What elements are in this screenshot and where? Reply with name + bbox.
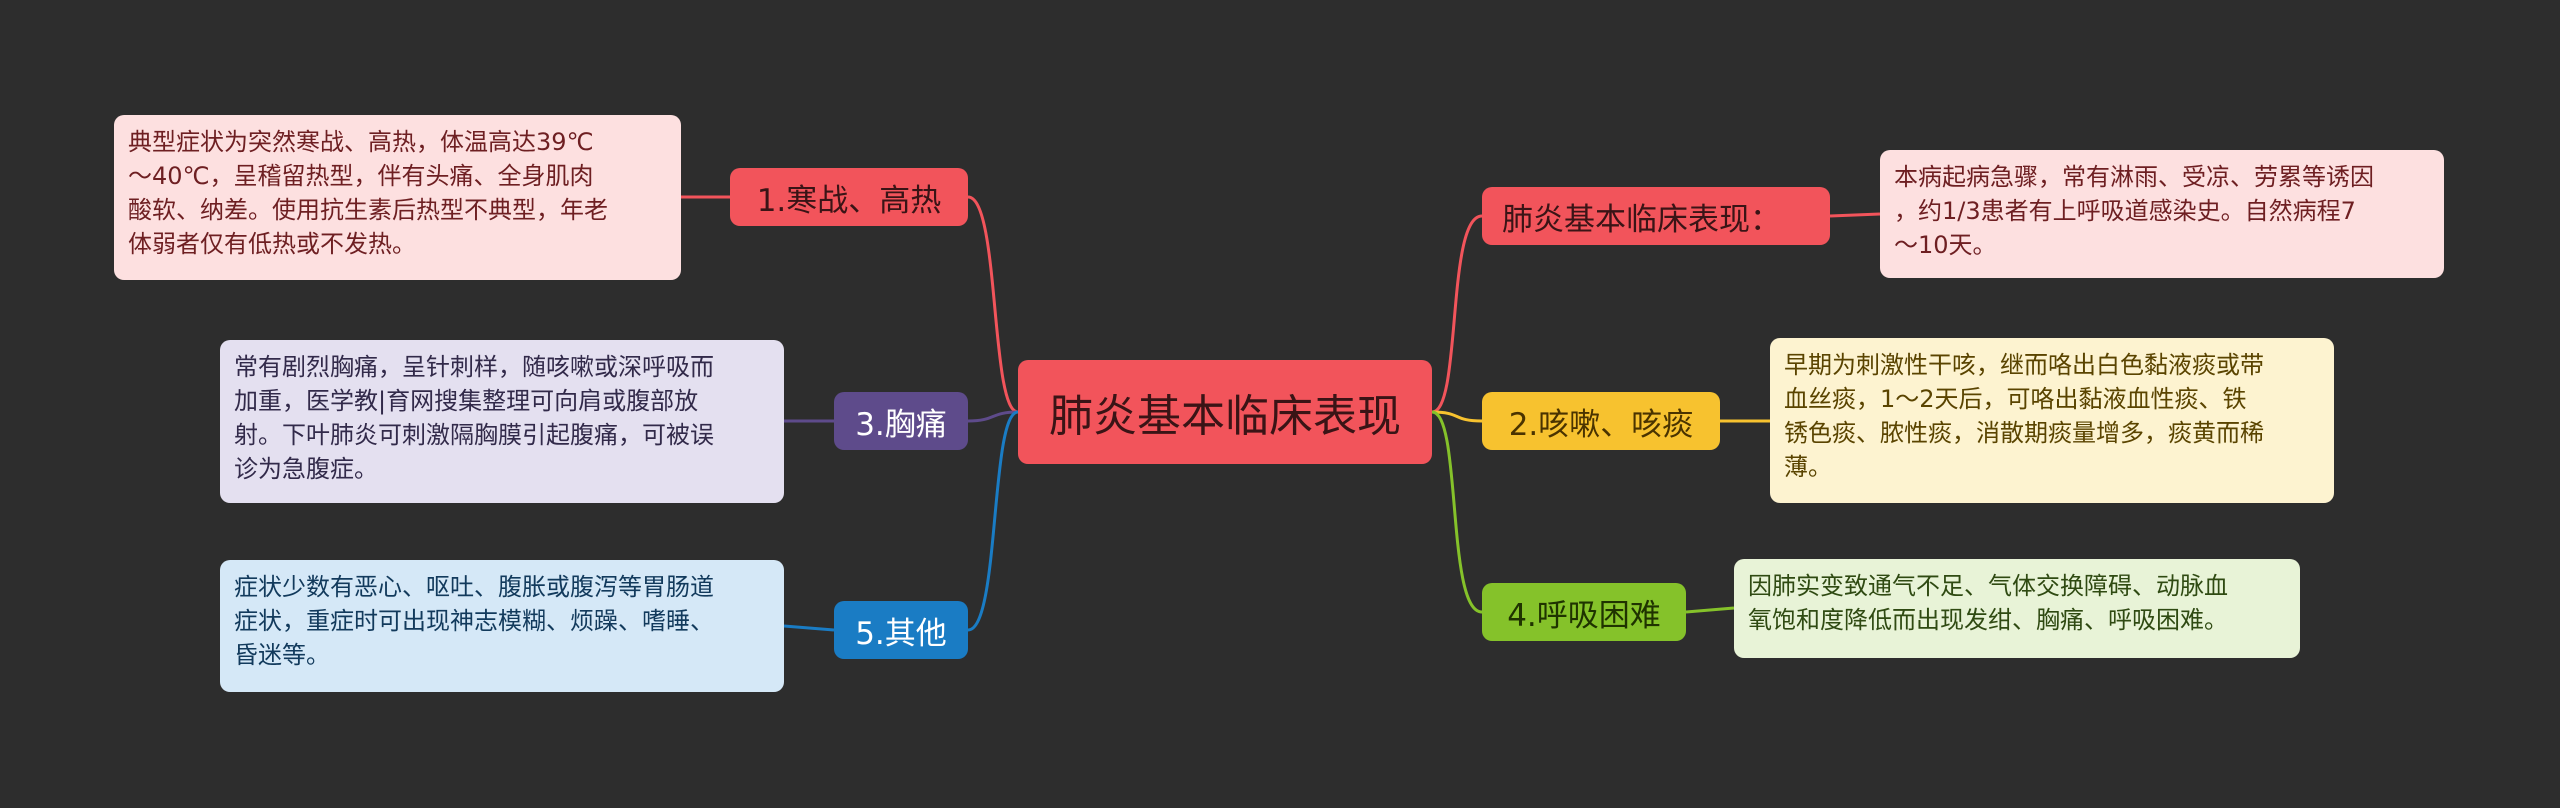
connector-b0-leaf <box>1829 212 1881 218</box>
leaf-line: 典型症状为突然寒战、高热，体温高达39℃ <box>128 128 594 156</box>
connector-root-b0 <box>1431 214 1483 414</box>
leaf-line: 常有剧烈胸痛，呈针刺样，随咳嗽或深呼吸而 <box>234 353 714 381</box>
leaf-basic-manifestation[interactable]: 本病起病急骤，常有淋雨、受凉、劳累等诱因 ，约1/3患者有上呼吸道感染史。自然病… <box>1880 150 2444 278</box>
leaf-line: 因肺实变致通气不足、气体交换障碍、动脉血 <box>1748 572 2228 600</box>
leaf-line: 血丝痰，1～2天后，可咯出黏液血性痰、铁 <box>1784 385 2247 413</box>
branch-other[interactable]: 5.其他 <box>834 601 968 659</box>
leaf-line: 早期为刺激性干咳，继而咯出白色黏液痰或带 <box>1784 351 2264 379</box>
leaf-line: 射。下叶肺炎可刺激隔胸膜引起腹痛，可被误 <box>234 421 714 449</box>
leaf-dyspnea[interactable]: 因肺实变致通气不足、气体交换障碍、动脉血 氧饱和度降低而出现发绀、胸痛、呼吸困难… <box>1734 559 2300 658</box>
leaf-line: 体弱者仅有低热或不发热。 <box>128 230 416 258</box>
branch-cough-sputum[interactable]: 2.咳嗽、咳痰 <box>1482 392 1720 450</box>
connector-root-b4 <box>1431 410 1483 614</box>
leaf-line: 本病起病急骤，常有淋雨、受凉、劳累等诱因 <box>1894 163 2374 191</box>
branch-chest-pain[interactable]: 3.胸痛 <box>834 392 968 450</box>
leaf-line: 氧饱和度降低而出现发绀、胸痛、呼吸困难。 <box>1748 606 2228 634</box>
leaf-line: 症状，重症时可出现神志模糊、烦躁、嗜睡、 <box>234 607 714 635</box>
leaf-other[interactable]: 症状少数有恶心、呕吐、腹胀或腹泻等胃肠道 症状，重症时可出现神志模糊、烦躁、嗜睡… <box>220 560 784 692</box>
leaf-line: ～40℃，呈稽留热型，伴有头痛、全身肌肉 <box>128 162 594 190</box>
leaf-line: 症状少数有恶心、呕吐、腹胀或腹泻等胃肠道 <box>234 573 714 601</box>
leaf-line: 薄。 <box>1784 453 1832 481</box>
connector-root-b3 <box>967 410 1019 423</box>
connector-root-b2 <box>1431 410 1483 423</box>
leaf-cough-sputum[interactable]: 早期为刺激性干咳，继而咯出白色黏液痰或带 血丝痰，1～2天后，可咯出黏液血性痰、… <box>1770 338 2334 503</box>
root-node[interactable]: 肺炎基本临床表现 <box>1018 360 1432 464</box>
leaf-chills-fever[interactable]: 典型症状为突然寒战、高热，体温高达39℃ ～40℃，呈稽留热型，伴有头痛、全身肌… <box>114 115 681 280</box>
leaf-chest-pain[interactable]: 常有剧烈胸痛，呈针刺样，随咳嗽或深呼吸而 加重，医学教|育网搜集整理可向肩或腹部… <box>220 340 784 503</box>
leaf-line: ，约1/3患者有上呼吸道感染史。自然病程7 <box>1894 197 2356 225</box>
leaf-line: 昏迷等。 <box>234 641 330 669</box>
leaf-line: 锈色痰、脓性痰，消散期痰量增多，痰黄而稀 <box>1784 419 2264 447</box>
connector-b5-leaf <box>783 624 835 632</box>
leaf-line: 加重，医学教|育网搜集整理可向肩或腹部放 <box>234 387 699 415</box>
connector-root-b5 <box>967 410 1019 632</box>
leaf-line: 诊为急腹症。 <box>234 455 378 483</box>
branch-basic-manifestation[interactable]: 肺炎基本临床表现： <box>1482 187 1830 245</box>
leaf-line: 酸软、纳差。使用抗生素后热型不典型，年老 <box>128 196 608 224</box>
connector-b4-leaf <box>1685 606 1735 614</box>
branch-dyspnea[interactable]: 4.呼吸困难 <box>1482 583 1686 641</box>
leaf-line: ～10天。 <box>1894 231 1997 259</box>
connector-root-b1 <box>967 195 1019 414</box>
branch-chills-fever[interactable]: 1.寒战、高热 <box>730 168 968 226</box>
